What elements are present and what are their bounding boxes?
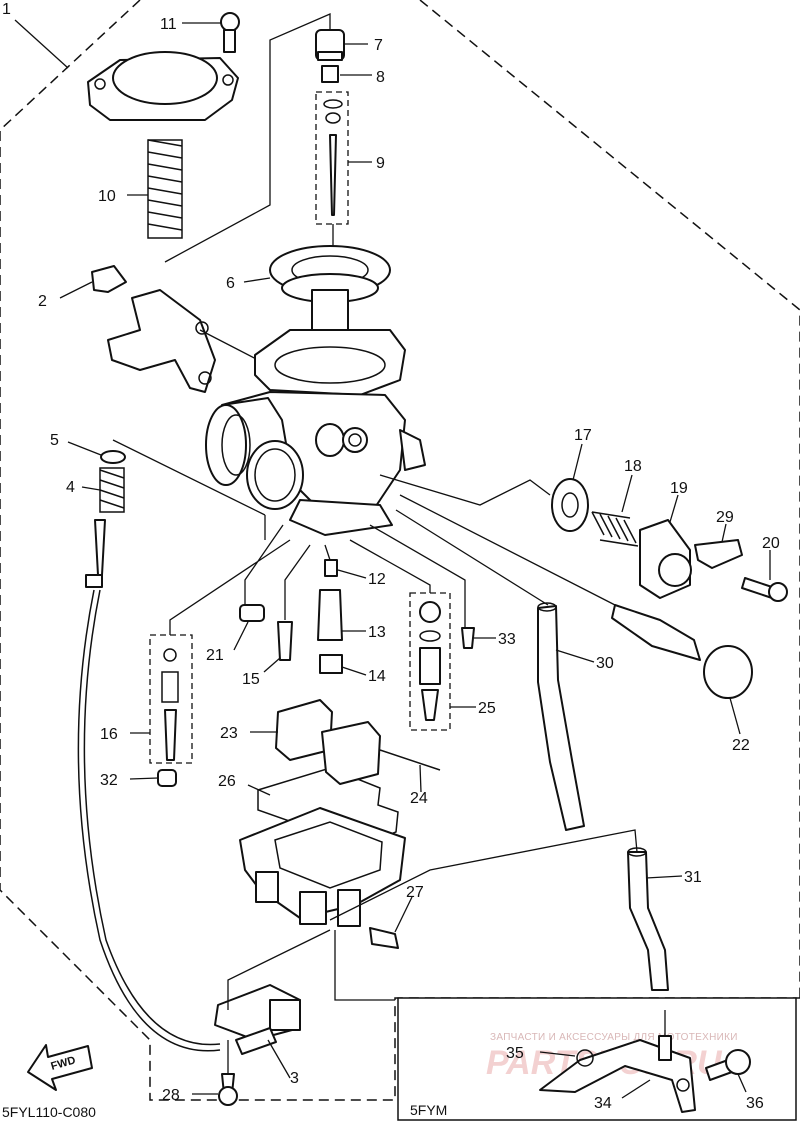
outlet-port — [246, 440, 304, 510]
carburetor-body — [205, 329, 426, 536]
callout-10: 10 — [98, 188, 116, 205]
hoses — [329, 509, 669, 1001]
callout-3: 3 — [290, 1070, 299, 1087]
callout-19: 19 — [670, 480, 688, 497]
spring-10 — [147, 139, 183, 239]
washer-5 — [100, 450, 126, 464]
leader-lines — [14, 19, 771, 1099]
callout-23: 23 — [220, 725, 238, 742]
top-cover-group — [87, 12, 331, 263]
callout-32: 32 — [100, 772, 118, 789]
callout-20: 20 — [762, 535, 780, 552]
cable-sheath — [77, 589, 221, 1052]
screw-16-box — [149, 634, 193, 764]
jet-12 — [324, 559, 338, 577]
starter-plunger-group — [379, 474, 788, 699]
spring-4 — [99, 467, 125, 513]
fuel-bracket-hole-2 — [676, 1078, 690, 1092]
callout-30: 30 — [596, 655, 614, 672]
callout-7: 7 — [374, 37, 383, 54]
callout-14: 14 — [368, 668, 386, 685]
callout-21: 21 — [206, 647, 224, 664]
washer — [325, 112, 341, 124]
callout-12: 12 — [368, 571, 386, 588]
callout-18: 18 — [624, 458, 642, 475]
screw-11-head — [220, 12, 240, 32]
callout-2: 2 — [38, 293, 47, 310]
screw-11-shank — [223, 29, 236, 53]
pin-24 — [379, 749, 441, 771]
callout-1: 1 — [2, 1, 11, 18]
fwd-arrow-icon: FWD — [27, 1044, 93, 1091]
spring-8 — [321, 65, 339, 83]
fuel-nipple — [658, 1035, 672, 1061]
throttle-screw — [611, 604, 701, 661]
callout-22: 22 — [732, 737, 750, 754]
needle-9 — [329, 134, 337, 216]
callout-labels: 1 2 3 4 5 6 7 8 9 10 11 12 13 14 15 16 1… — [2, 1, 780, 1112]
cable-4 — [94, 519, 106, 576]
callout-16: 16 — [100, 726, 118, 743]
callout-15: 15 — [242, 671, 260, 688]
top-cover-dome — [112, 51, 218, 105]
clip — [323, 99, 343, 109]
callout-4: 4 — [66, 479, 75, 496]
needle-group — [315, 29, 349, 248]
guide-line-cover — [164, 13, 331, 263]
screw-27 — [369, 927, 399, 949]
fuel-bracket-hole — [576, 1049, 594, 1067]
screw-33 — [461, 627, 475, 649]
screw-36-head — [725, 1049, 751, 1075]
cap-7-collar — [317, 51, 343, 61]
callout-25: 25 — [478, 700, 496, 717]
watermark-caption: ЗАПЧАСТИ И АКСЕССУАРЫ ДЛЯ МОТОТЕХНИКИ — [490, 1032, 738, 1043]
bracket-2 — [91, 265, 263, 393]
callout-11: 11 — [160, 16, 177, 33]
callout-31: 31 — [684, 869, 702, 886]
callout-8: 8 — [376, 69, 385, 86]
hose-30 — [537, 605, 585, 831]
callout-9: 9 — [376, 155, 385, 172]
callout-24: 24 — [410, 790, 428, 807]
callout-33: 33 — [498, 631, 516, 648]
jet-stack — [149, 524, 475, 787]
callout-26: 26 — [218, 773, 236, 790]
callout-13: 13 — [368, 624, 386, 641]
pilot-jet-15 — [277, 621, 293, 661]
inset-label: 5FYM — [410, 1102, 447, 1118]
plug-32 — [157, 769, 177, 787]
callout-29: 29 — [716, 509, 734, 526]
knob-22 — [703, 645, 753, 699]
spring-18 — [591, 511, 639, 547]
hose-31 — [627, 851, 669, 991]
bracket-29 — [694, 539, 743, 569]
air-inlet — [205, 404, 247, 486]
inset-5fym: ЗАПЧАСТИ И АКСЕССУАРЫ ДЛЯ МОТОТЕХНИКИ PA… — [397, 997, 797, 1121]
callout-5: 5 — [50, 432, 59, 449]
callout-6: 6 — [226, 275, 235, 292]
needle-jet-13 — [317, 589, 343, 641]
callout-27: 27 — [406, 884, 424, 901]
needle-9-box — [315, 91, 349, 225]
float-bowl — [239, 699, 441, 949]
callout-17: 17 — [574, 427, 592, 444]
callout-28: 28 — [162, 1087, 180, 1104]
screw-16 — [164, 709, 177, 761]
plunger-17 — [551, 478, 589, 532]
main-jet-14 — [319, 654, 343, 674]
callout-36: 36 — [746, 1095, 764, 1112]
cable-group — [77, 439, 331, 1106]
top-cover-hole-l — [94, 78, 106, 90]
callout-35: 35 — [506, 1045, 524, 1062]
plug-21 — [239, 604, 265, 622]
fuel-bracket-34 — [539, 1039, 696, 1113]
diagram-code: 5FYL110-C080 — [2, 1104, 96, 1120]
callout-34: 34 — [594, 1095, 612, 1112]
top-cover-hole-r — [222, 74, 234, 86]
